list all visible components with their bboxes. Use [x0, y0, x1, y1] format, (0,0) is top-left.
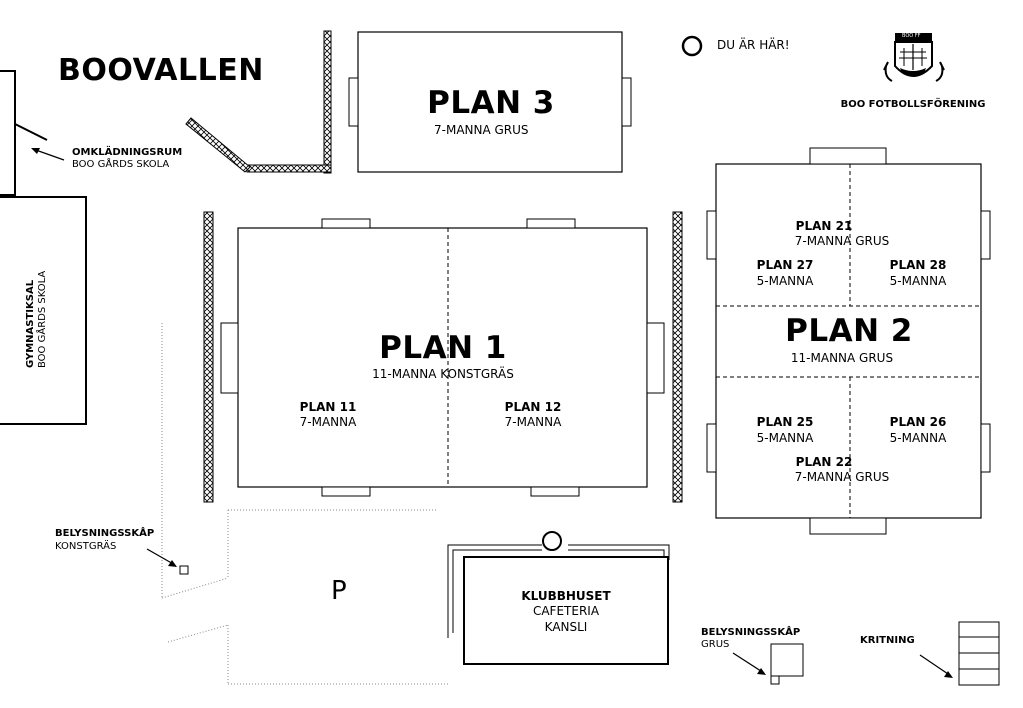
plan1-name: PLAN 1 [379, 330, 507, 366]
chalking-label: KRITNING [860, 635, 915, 646]
map-title: BOOVALLEN [58, 53, 264, 88]
plan25-type: 5-MANNA [756, 431, 814, 445]
plan28-name: PLAN 28 [889, 258, 947, 272]
lighting-turf-label: BELYSNINGSSKÅP [55, 528, 155, 539]
plan11-name: PLAN 11 [299, 400, 357, 414]
pitch-plan1 [220, 218, 665, 497]
clubhouse-line1: CAFETERIA [532, 604, 600, 618]
fence-left [203, 211, 214, 503]
lighting-gravel-sub: GRUS [701, 639, 730, 650]
gym-building [0, 196, 87, 425]
fence-plan3 [185, 30, 332, 174]
you-are-here-label: DU ÄR HÄR! [717, 38, 790, 52]
clubhouse-building [447, 531, 670, 665]
parking-area [161, 323, 448, 685]
plan22-type: 7-MANNA GRUS [794, 470, 890, 484]
clubhouse-line2: KANSLI [544, 620, 588, 634]
gym-label: GYMNASTIKSAL [25, 279, 36, 368]
plan21-type: 7-MANNA GRUS [794, 234, 890, 248]
plan11-type: 7-MANNA [299, 415, 357, 429]
plan3-type: 7-MANNA GRUS [434, 123, 529, 137]
plan2-name: PLAN 2 [785, 313, 913, 349]
changing-room-label: OMKLÄDNINGSRUM [72, 147, 183, 158]
plan25-name: PLAN 25 [756, 415, 814, 429]
pitch-plan3 [348, 31, 632, 173]
plan3-name: PLAN 3 [427, 85, 555, 121]
gym-sub: BOO GÅRDS SKOLA [37, 270, 48, 368]
lighting-turf-sub: KONSTGRÄS [55, 541, 117, 552]
lighting-cabinet-turf [146, 548, 189, 575]
changing-room-sub: BOO GÅRDS SKOLA [72, 159, 170, 170]
you-are-here-marker [681, 35, 703, 57]
parking-label: P [331, 576, 347, 606]
plan28-type: 5-MANNA [889, 274, 947, 288]
plan2-type: 11-MANNA GRUS [790, 351, 894, 365]
lighting-cabinet-gravel [732, 643, 804, 685]
plan12-name: PLAN 12 [504, 400, 562, 414]
club-badge [883, 33, 945, 82]
changing-room-building [0, 70, 65, 196]
clubhouse-name: KLUBBHUSET [521, 589, 611, 603]
plan1-type: 11-MANNA KONSTGRÄS [372, 367, 514, 381]
chalking-shed [919, 621, 1000, 686]
plan12-type: 7-MANNA [504, 415, 562, 429]
plan21-name: PLAN 21 [795, 219, 853, 233]
plan26-name: PLAN 26 [889, 415, 947, 429]
plan27-name: PLAN 27 [756, 258, 814, 272]
club-badge-text: BOO FF [902, 33, 921, 39]
club-name: BOO FOTBOLLSFÖRENING [840, 99, 986, 110]
fence-right [672, 211, 683, 503]
plan22-name: PLAN 22 [795, 455, 853, 469]
plan27-type: 5-MANNA [756, 274, 814, 288]
pitch-plan2 [706, 147, 991, 535]
plan26-type: 5-MANNA [889, 431, 947, 445]
lighting-gravel-label: BELYSNINGSSKÅP [701, 627, 801, 638]
